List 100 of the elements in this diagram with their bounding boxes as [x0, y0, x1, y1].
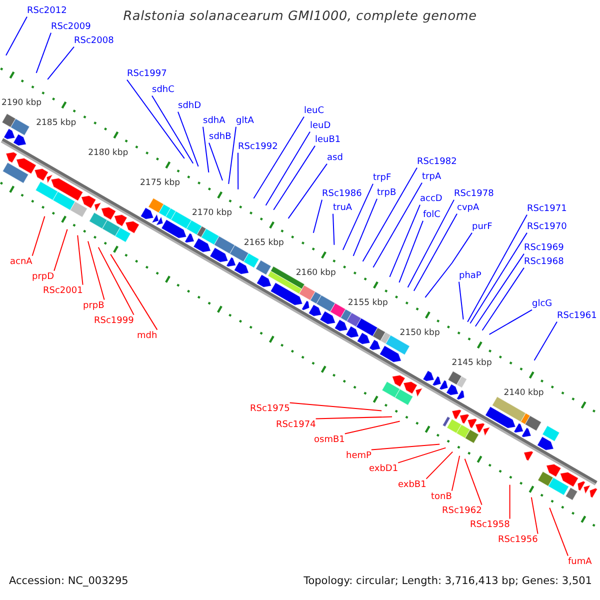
- gene-label: RSc1992: [238, 140, 278, 153]
- leader-line: [289, 402, 382, 412]
- leader-line: [474, 253, 524, 327]
- gene-label: RSc1970: [527, 220, 567, 233]
- gene-label: trpF: [373, 172, 392, 184]
- scale-label: 2180 kbp: [88, 148, 128, 158]
- leader-line: [451, 455, 460, 492]
- gene-label: RSc1975: [250, 402, 290, 415]
- leader-line: [389, 204, 420, 278]
- gene-label: RSc2001: [43, 284, 83, 297]
- leader-line: [424, 232, 472, 298]
- leader-line: [126, 79, 185, 159]
- leader-line: [288, 163, 328, 219]
- gene-label: purF: [472, 220, 492, 233]
- gene-label: tonB: [431, 490, 452, 503]
- leader-line: [344, 420, 400, 434]
- leader-line: [110, 254, 158, 330]
- leader-line: [534, 321, 558, 361]
- leader-line: [352, 198, 378, 256]
- leader-line: [265, 131, 310, 206]
- leader-line: [77, 234, 84, 286]
- gene-label: truA: [333, 202, 352, 214]
- scale-label: 2190 kbp: [2, 98, 42, 108]
- gene-label: sdhD: [178, 100, 202, 112]
- gene-label: RSc1999: [94, 314, 134, 327]
- gene-label: RSc1986: [322, 188, 362, 200]
- leader-line: [238, 152, 239, 190]
- gene-label: sdhC: [152, 84, 174, 96]
- scale-label: 2155 kbp: [348, 298, 388, 308]
- scale-label: 2145 kbp: [452, 358, 492, 368]
- leader-line: [413, 213, 458, 292]
- gene-label: asd: [327, 152, 343, 164]
- gene-label: prpB: [83, 300, 104, 312]
- leader-line: [273, 145, 316, 210]
- leader-line: [370, 444, 440, 450]
- gene-label: glcG: [532, 298, 552, 310]
- gene-label: prpD: [32, 270, 54, 283]
- leader-line: [362, 167, 418, 262]
- gene-label: trpA: [422, 170, 442, 183]
- leader-line: [32, 216, 46, 256]
- leader-line: [467, 214, 528, 322]
- gene-label: exbD1: [369, 462, 398, 475]
- gene-label: RSc1971: [527, 202, 567, 215]
- leader-line: [488, 309, 532, 335]
- gene-label: sdhB: [209, 130, 232, 143]
- leader-line: [398, 447, 446, 464]
- gene-label: hemP: [346, 450, 372, 462]
- leader-line: [458, 281, 464, 320]
- leader-line: [482, 267, 524, 331]
- leader-line: [6, 16, 28, 56]
- gene-label: RSc1969: [524, 242, 564, 254]
- leader-line: [470, 232, 528, 324]
- leader-line: [47, 46, 74, 80]
- leader-line: [312, 199, 322, 234]
- gene-label: RSc1968: [524, 256, 564, 268]
- scale-label: 2170 kbp: [192, 208, 232, 218]
- leader-line: [372, 182, 422, 268]
- gene-label: sdhA: [203, 114, 226, 127]
- gene-label: osmB1: [314, 434, 345, 446]
- gene-label: RSc1974: [276, 418, 316, 431]
- leader-line: [407, 199, 454, 288]
- leader-line: [36, 32, 52, 74]
- gene-label: leuB1: [315, 134, 341, 146]
- diagram-title: Ralstonia solanacearum GMI1000, complete genome: [123, 9, 477, 25]
- gene-label: RSc1956: [498, 534, 538, 546]
- leader-line: [253, 116, 304, 199]
- gene-label: RSc1958: [470, 518, 510, 531]
- gene-label: RSc1978: [454, 188, 494, 200]
- gene-label: RSc2008: [74, 34, 114, 47]
- gene-label: cvpA: [457, 202, 480, 214]
- gene-label: folC: [423, 208, 440, 221]
- leader-line: [342, 183, 374, 250]
- scale-label: 2185 kbp: [36, 118, 76, 128]
- leader-line: [202, 126, 210, 173]
- leader-line: [208, 142, 223, 181]
- leader-line: [426, 451, 454, 480]
- leader-line: [464, 458, 482, 506]
- gene-label: accD: [420, 192, 442, 205]
- scale-label: 2160 kbp: [296, 268, 336, 278]
- leader-line: [178, 111, 199, 167]
- leader-line: [549, 507, 568, 556]
- gene-label: leuC: [304, 104, 324, 117]
- scale-label: 2165 kbp: [244, 238, 284, 248]
- leader-line: [509, 484, 510, 520]
- leader-line: [88, 240, 105, 300]
- leader-line: [530, 496, 538, 534]
- accession-note: Accession: NC_003295: [9, 575, 128, 588]
- gene-label: gltA: [236, 114, 254, 127]
- genome-stats-note: Topology: circular; Length: 3,716,413 bp; Genes: 3,501: [304, 575, 592, 588]
- gene-label: acnA: [10, 256, 32, 268]
- leader-line: [315, 416, 392, 420]
- scale-label: 2140 kbp: [504, 388, 544, 398]
- gene-label: RSc1982: [417, 156, 457, 168]
- leader-line: [152, 95, 194, 164]
- gene-label: leuD: [310, 120, 331, 132]
- gene-label: phaP: [459, 270, 482, 282]
- leader-line: [54, 228, 68, 272]
- leader-line: [228, 126, 236, 184]
- gene-label: trpB: [377, 186, 396, 199]
- leader-line: [98, 246, 134, 316]
